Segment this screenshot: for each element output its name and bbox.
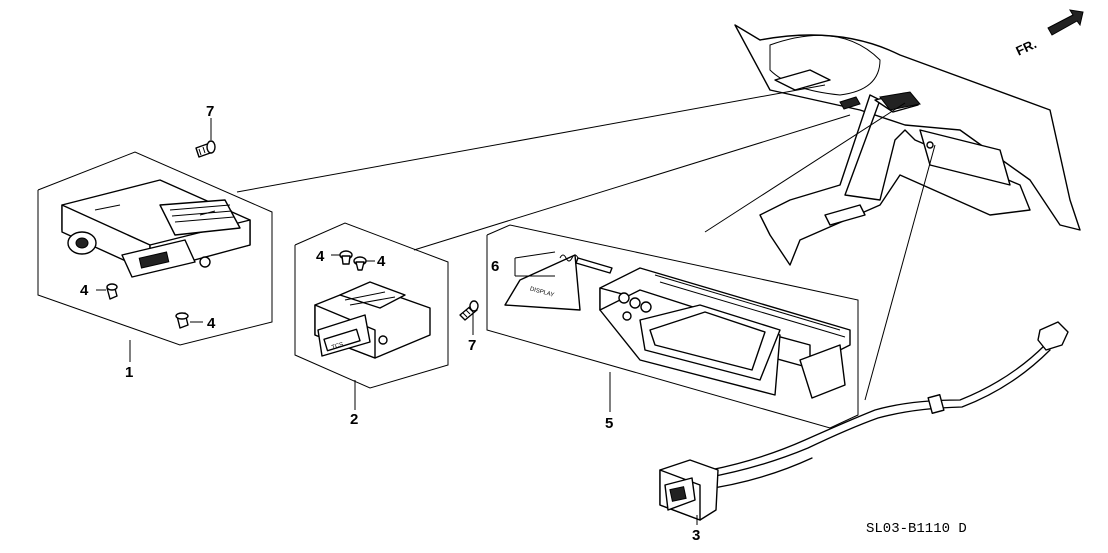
callout-4c: 4: [316, 248, 325, 265]
group-2-box: [294, 222, 449, 389]
tcs-marking: TCS: [331, 342, 344, 351]
front-label: FR.: [1013, 36, 1038, 58]
screw-4a: [106, 283, 118, 300]
diagram-code: SL03-B1110 D: [866, 521, 967, 537]
tcs-switch-2: TCS: [314, 281, 431, 359]
dashboard-console: [734, 24, 1081, 266]
front-direction-arrow-icon: [1047, 9, 1084, 36]
callout-7a: 7: [206, 103, 214, 120]
screw-4b: [175, 312, 189, 329]
callout-4a: 4: [80, 282, 89, 299]
callout-5: 5: [605, 415, 613, 432]
callout-3: 3: [692, 527, 700, 544]
switch-3: [659, 459, 719, 521]
screw-7b: [459, 300, 479, 321]
wire-harness: [699, 321, 1069, 491]
callout-7b: 7: [468, 337, 476, 354]
callout-1: 1: [125, 364, 133, 381]
callout-6: 6: [491, 258, 499, 275]
screw-4c: [339, 250, 353, 265]
screw-4d: [353, 256, 367, 271]
callout-4b: 4: [207, 315, 216, 332]
callout-4d: 4: [377, 253, 386, 270]
screw-7a: [195, 140, 216, 158]
group-1-box: [37, 151, 273, 346]
spring-6: [559, 254, 613, 274]
clock-unit-5: [599, 267, 851, 399]
callout-2: 2: [350, 411, 358, 428]
group-5-box: [486, 224, 859, 429]
switch-assembly-1: [61, 179, 251, 278]
display-cover-6: DISPLAY: [504, 254, 581, 311]
